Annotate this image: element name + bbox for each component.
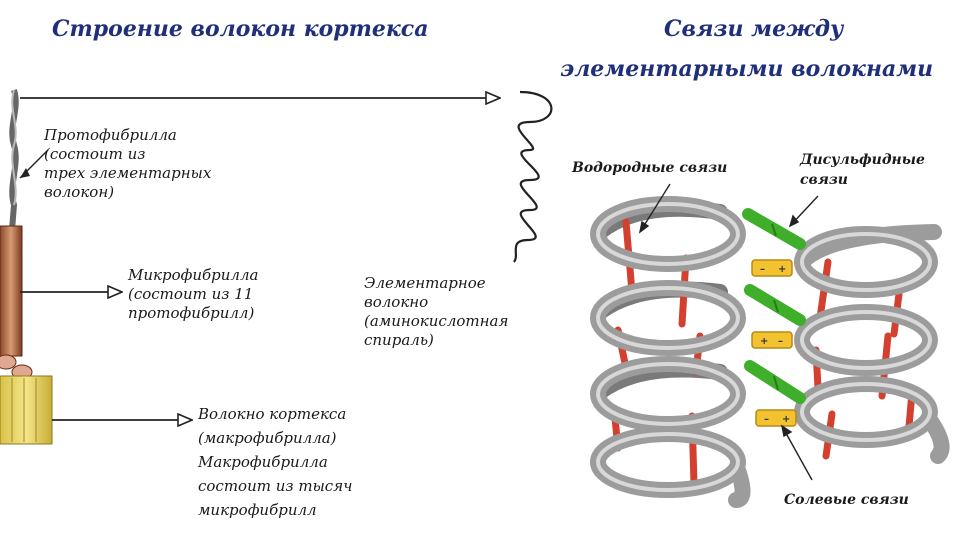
microfibril-label: Микрофибрилла (состоит из 11 протофибрил…: [128, 266, 259, 322]
svg-text:–: –: [778, 336, 783, 347]
svg-text:+: +: [760, 336, 768, 347]
fiber-hierarchy-illustration: [0, 89, 553, 445]
salt-bonds-label: Солевые связи: [784, 492, 909, 508]
cortex-fiber-label: Волокно кортекса (макрофибрилла) Макрофи…: [198, 405, 353, 519]
protofibril-label: Протофибрилла (состоит из трех элементар…: [44, 126, 212, 201]
left-title: Строение волокон кортекса: [52, 16, 429, 42]
hydrogen-bonds-label: Водородные связи: [572, 160, 728, 176]
svg-text:+: +: [782, 414, 790, 425]
right-title-line2: элементарными волокнами: [560, 56, 934, 82]
right-title-line1: Связи между: [664, 16, 844, 42]
elementary-fiber-label: Элементарное волокно (аминокислотная спи…: [364, 274, 509, 349]
svg-text:–: –: [764, 414, 769, 425]
svg-text:+: +: [778, 264, 786, 275]
svg-text:–: –: [760, 264, 765, 275]
disulfide-bonds-label: Дисульфидные связи: [800, 152, 925, 188]
helix-bonds-illustration: –+ +– –+: [590, 183, 950, 508]
